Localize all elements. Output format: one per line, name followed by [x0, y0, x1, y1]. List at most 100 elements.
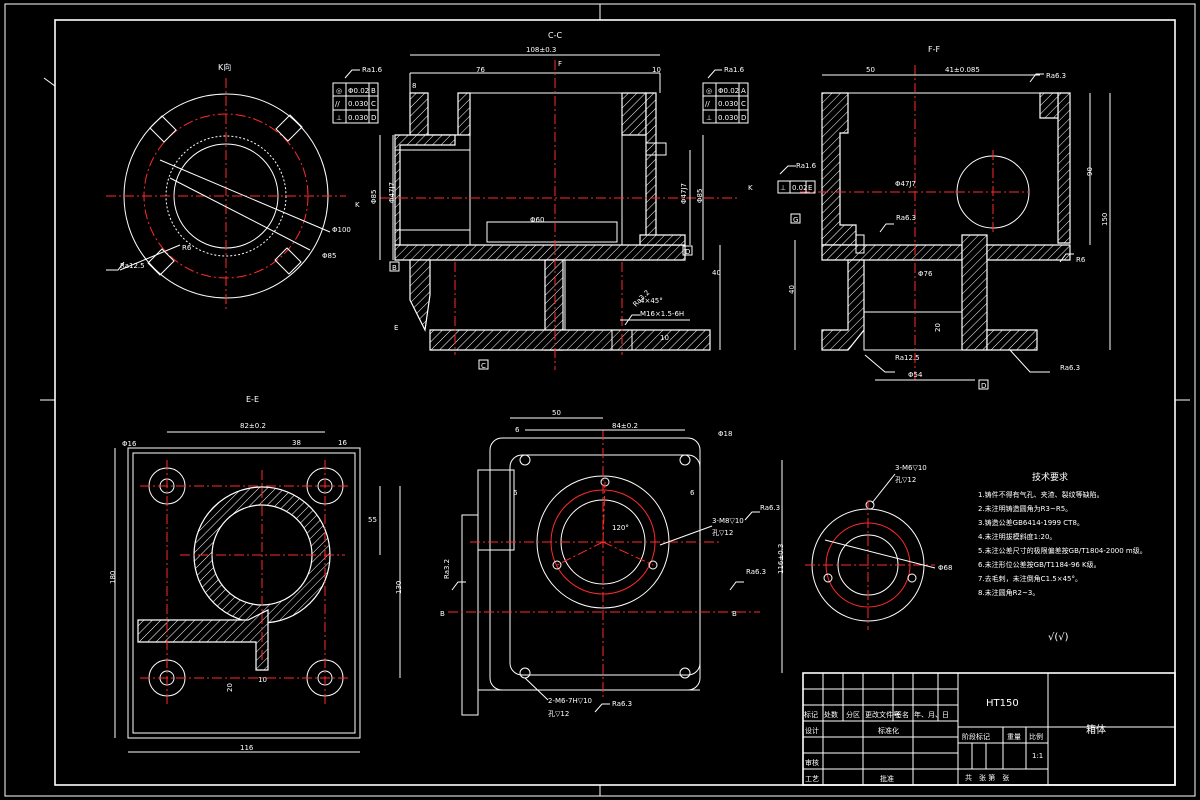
tb-label-sign: 签名	[895, 710, 909, 719]
tol-l3-dat: D	[371, 114, 376, 122]
tol-l1-dat: B	[371, 87, 376, 95]
dim-3m8b: 孔▽12	[712, 529, 733, 537]
datum-d-ff: D	[981, 382, 986, 390]
arrow-k-left: K	[355, 201, 360, 209]
dim-60-ff: 40	[788, 285, 796, 294]
view-k: K向 Φ100 Φ85 R6 Ra12.5	[106, 62, 351, 310]
dim-90: 90	[1086, 167, 1094, 176]
tech-item-1: 1.铸件不得有气孔、夹渣、裂纹等缺陷。	[978, 490, 1104, 499]
tol-r1-dat: A	[741, 87, 746, 95]
tol-l3-sym: ⊥	[336, 114, 342, 122]
dim-10c: 10	[258, 676, 267, 684]
view-small-flange: Φ68 3-M6▽10 孔▽12	[805, 464, 952, 630]
dim-phi47-r: Φ47J7	[680, 183, 688, 204]
tb-weight: 重量	[1007, 733, 1021, 741]
tol-r2-val: 0.030	[718, 100, 738, 108]
dim-180: 180	[109, 571, 117, 584]
dim-phi18: Φ18	[718, 430, 732, 438]
dim-38: 38	[292, 439, 301, 447]
tol-l2-val: 0.030	[348, 100, 368, 108]
dim-3m8: 3-M8▽10	[712, 517, 744, 525]
rough-ff-c: Ra6.3	[896, 214, 916, 222]
tol-small-sym: ⊥	[780, 184, 786, 192]
tol-r3-val: 0.030	[718, 114, 738, 122]
tol-r2-sym: //	[705, 100, 710, 108]
tolerance-frame-left: ◎ Φ0.02 B // 0.030 C ⊥ 0.030 D Ra1.6	[332, 66, 383, 124]
rough-m-a: Ra6.3	[746, 568, 766, 576]
dim-phi85-cc: Φ85	[370, 190, 378, 204]
label-f: F	[558, 60, 562, 68]
tol-l3-val: 0.030	[348, 114, 368, 122]
tol-r1-val: Φ0.02	[718, 87, 739, 95]
dim-phi85-r: Φ85	[696, 189, 704, 203]
rough-m-b: Ra6.3	[760, 504, 780, 512]
tech-item-7: 7.去毛刺，未注倒角C1.5×45°。	[978, 574, 1082, 583]
section-f-f: F-F 50 41±0.085 90 150 Φ47J7 Φ76 Φ54 40 …	[777, 45, 1111, 390]
title-block: 标记 处数 分区 更改文件号 签名 年、月、日 设计 标准化 审核 工艺 批准 …	[802, 672, 1176, 786]
dim-phi16: Φ16	[122, 440, 137, 448]
dim-phi47: Φ47J7	[388, 182, 396, 203]
dim-3m6b: 孔▽12	[895, 476, 916, 484]
tb-standardize: 标准化	[878, 726, 899, 735]
dim-50a: 50	[866, 66, 875, 74]
dim-6c: 6	[690, 489, 695, 497]
dim-r4: R6	[1076, 256, 1086, 264]
tol-r2-dat: C	[741, 100, 746, 108]
dim-r6: R6	[182, 244, 192, 252]
label-b-left: B	[440, 610, 445, 618]
tb-scale-value: 1:1	[1032, 752, 1043, 760]
dim-4x45: 4×45°	[640, 297, 663, 305]
tol-l2-sym: //	[335, 100, 340, 108]
tol-l1-sym: ◎	[336, 87, 342, 95]
dim-76: 76	[476, 66, 485, 74]
label-b-right: B	[732, 610, 737, 618]
dim-8: 8	[412, 82, 416, 90]
tb-design: 设计	[805, 726, 819, 735]
tech-item-4: 4.未注明拔模斜度1:20。	[978, 532, 1056, 541]
tb-label-change: 更改文件号	[865, 710, 900, 719]
dim-41: 41±0.085	[945, 66, 980, 74]
tech-item-2: 2.未注明铸造圆角为R3~R5。	[978, 504, 1072, 513]
rough-k: Ra12.5	[120, 262, 145, 270]
tb-stage-mark: 阶段标记	[962, 732, 990, 741]
tb-process: 工艺	[805, 775, 819, 783]
tech-item-8: 8.未注圆角R2~3。	[978, 588, 1039, 597]
dim-84: 84±0.2	[612, 422, 638, 430]
drawing-frame	[4, 3, 1196, 797]
tb-material: HT150	[986, 698, 1019, 709]
tech-item-3: 3.铸造公差GB6414-1999 CT8。	[978, 518, 1084, 527]
rough-m-c: Ra6.3	[612, 700, 632, 708]
tb-sheets: 共 张 第 张	[965, 773, 1009, 782]
tol-l2-dat: C	[371, 100, 376, 108]
tb-scale: 比例	[1029, 732, 1043, 741]
dim-6a: 6	[515, 426, 520, 434]
arrow-k-right: K	[748, 184, 753, 192]
rough-ff-d: Ra12.5	[895, 354, 920, 362]
dim-phi60: Φ60	[530, 216, 544, 224]
rough-ff-e: Ra6.3	[1060, 364, 1080, 372]
dim-82: 82±0.2	[240, 422, 266, 430]
tb-label-count: 处数	[824, 710, 838, 719]
view-label-ee: E-E	[246, 395, 259, 404]
dim-40: 40	[712, 269, 721, 277]
dim-phi100: Φ100	[332, 226, 351, 234]
dim-thread: M16×1.5-6H	[640, 310, 684, 318]
dim-10b: 10	[660, 334, 669, 342]
view-label-cc: C-C	[548, 31, 562, 40]
dim-2m6b: 孔▽12	[548, 710, 569, 718]
dim-116: 116	[240, 744, 254, 752]
tech-item-5: 5.未注公差尺寸的极限偏差按GB/T1804-2000 m级。	[978, 546, 1147, 555]
dim-20-ee: 20	[226, 683, 234, 692]
dim-10a: 10	[652, 66, 661, 74]
tech-title: 技术要求	[1032, 471, 1068, 483]
tech-item-6: 6.未注形位公差按GB/T1184-96 K级。	[978, 560, 1101, 569]
rough-cc-r: Ra1.6	[724, 66, 745, 74]
dim-phi47-ff: Φ47J7	[895, 180, 916, 188]
tol-r1-sym: ◎	[706, 87, 712, 95]
dim-50b: 50	[552, 409, 561, 417]
dim-120: 120°	[612, 524, 629, 532]
tb-label-mark: 标记	[804, 710, 818, 719]
view-label-ff: F-F	[928, 45, 940, 54]
dim-2m6: 2-M6-7H▽10	[548, 697, 592, 705]
